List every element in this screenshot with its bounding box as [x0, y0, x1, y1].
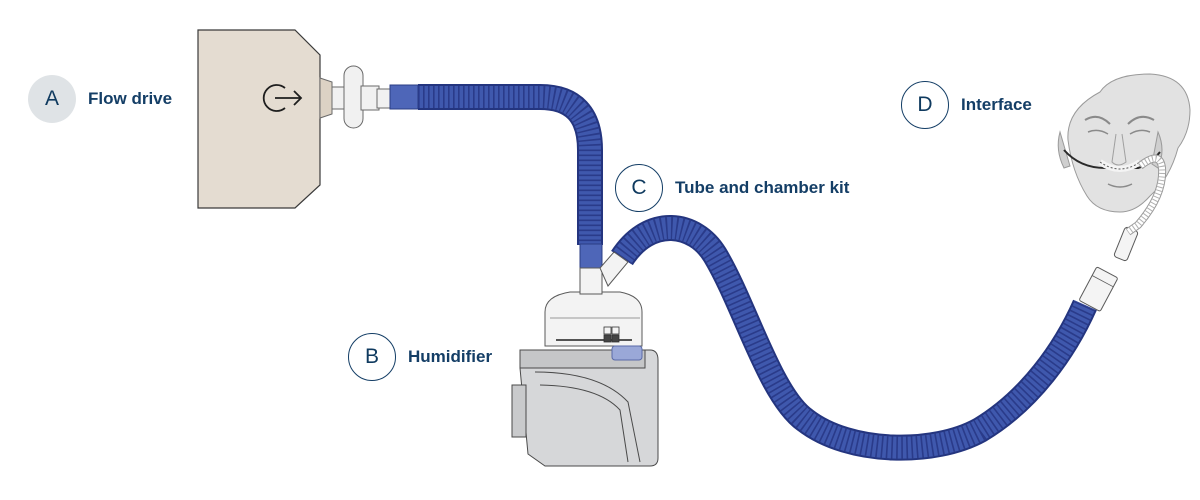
label-flow-drive: A Flow drive — [28, 74, 172, 124]
label-c-badge: C — [615, 164, 663, 212]
flow-drive-label: Flow drive — [88, 89, 173, 108]
filter-connector — [331, 65, 419, 129]
power-arrow-icon — [262, 84, 303, 112]
tube-kit-label: Tube and chamber kit — [675, 178, 850, 197]
inlet-tube — [418, 84, 603, 269]
label-d-badge: D — [901, 81, 949, 129]
interface-connector — [1079, 226, 1139, 312]
humidifier-unit — [511, 251, 659, 467]
label-interface: D Interface — [901, 80, 1032, 130]
label-humidifier: B Humidifier — [348, 332, 492, 382]
flow-drive-unit — [197, 29, 333, 209]
label-b-badge: B — [348, 333, 396, 381]
humidifier-label: Humidifier — [408, 347, 493, 366]
label-tube-kit: C Tube and chamber kit — [615, 163, 849, 213]
patient-face — [1057, 73, 1191, 236]
interface-label: Interface — [961, 95, 1032, 114]
patient-tube — [611, 215, 1097, 461]
label-a-badge: A — [28, 75, 76, 123]
